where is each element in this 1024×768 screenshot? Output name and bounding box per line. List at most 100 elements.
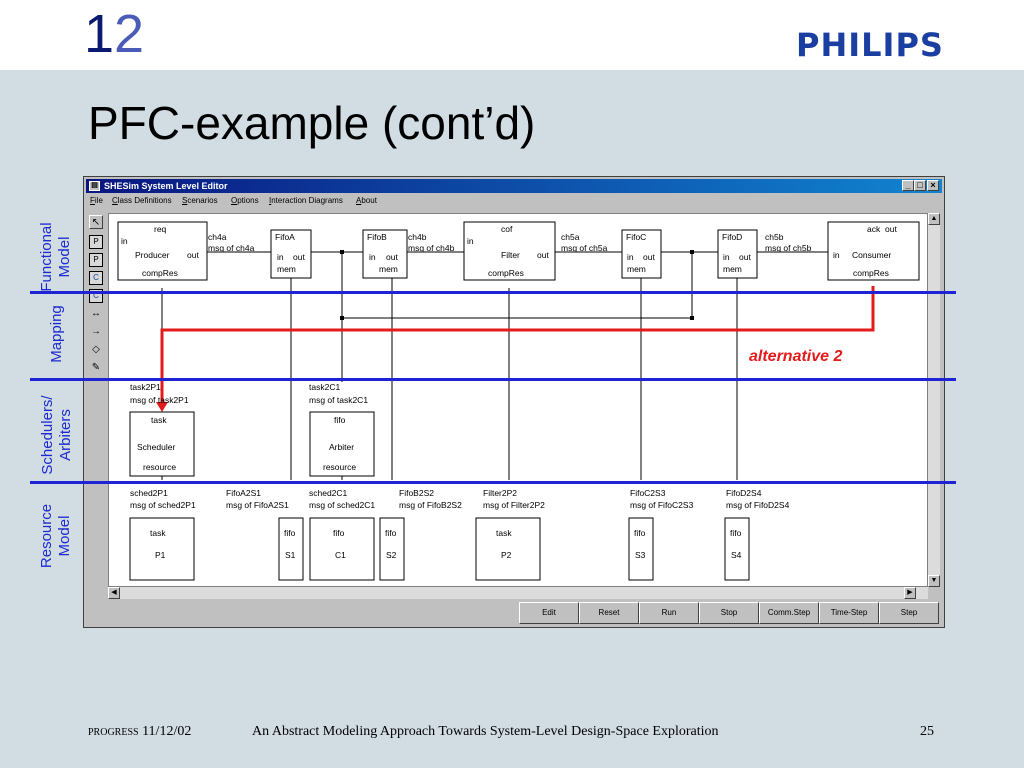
process-fifob-out: out: [386, 252, 398, 262]
comm-step-button[interactable]: Comm.Step: [759, 602, 819, 624]
resource-p2-kind: task: [496, 528, 512, 538]
link-fifoa2s1-name: FifoA2S1: [226, 488, 261, 498]
link-fifob2s2-name: FifoB2S2: [399, 488, 434, 498]
arbiter-name: Arbiter: [329, 442, 354, 452]
menu-file[interactable]: File: [90, 196, 103, 205]
process-fifob-mem: mem: [379, 264, 398, 274]
diagram-svg: req in Producer out compRes FifoA in out…: [117, 221, 920, 581]
channel-tool-icon[interactable]: C: [89, 271, 103, 285]
erase-tool-icon[interactable]: ◇: [92, 344, 100, 355]
process-consumer-compres: compRes: [853, 268, 889, 278]
scroll-right-icon[interactable]: ▶: [904, 587, 916, 599]
resource-s1-name: S1: [285, 550, 296, 560]
scroll-left-icon[interactable]: ◀: [108, 587, 120, 599]
diagram-canvas[interactable]: req in Producer out compRes FifoA in out…: [108, 213, 928, 587]
channel-ch4a-msg: msg of ch4a: [208, 243, 255, 253]
process-filter-cof: cof: [501, 224, 513, 234]
arbiter-port: fifo: [334, 415, 346, 425]
menu-about[interactable]: About: [356, 196, 377, 205]
edit-button[interactable]: Edit: [519, 602, 579, 624]
link-fifoc2s3-msg: msg of FifoC2S3: [630, 500, 694, 510]
resource-s2-name: S2: [386, 550, 397, 560]
mapping-highlight: [156, 286, 875, 412]
slide-number: 12: [84, 6, 144, 62]
resource-p1-name: P1: [155, 550, 166, 560]
header-band: [0, 0, 1024, 70]
link-fifob2s2-msg: msg of FifoB2S2: [399, 500, 462, 510]
resource-s1-kind: fifo: [284, 528, 296, 538]
window-titlebar[interactable]: ▤ SHESim System Level Editor _ □ ×: [86, 179, 942, 193]
close-button[interactable]: ×: [927, 180, 939, 191]
horizontal-scrollbar[interactable]: ◀ ▶: [108, 587, 928, 599]
process-tool-2-icon[interactable]: P: [89, 253, 103, 267]
process-producer-compres: compRes: [142, 268, 178, 278]
resource-s2-kind: fifo: [385, 528, 397, 538]
maximize-button[interactable]: □: [914, 180, 926, 191]
scroll-up-icon[interactable]: ▲: [928, 213, 940, 225]
scheduler-boxes: [129, 411, 375, 477]
footer-date: 11/12/02: [142, 724, 192, 739]
process-tool-icon[interactable]: P: [89, 235, 103, 249]
layer-label-functional-line2: Model: [56, 236, 73, 278]
link-tool-icon[interactable]: ↔: [91, 308, 101, 319]
step-button[interactable]: Step: [879, 602, 939, 624]
channel-ch4a-name: ch4a: [208, 232, 227, 242]
resource-c1-kind: fifo: [333, 528, 345, 538]
pencil-tool-icon[interactable]: ✎: [91, 362, 101, 373]
link-sched2c1-msg: msg of sched2C1: [309, 500, 375, 510]
toolbox: ↖ P P C C ↔ → ◇ ✎: [88, 213, 104, 593]
process-consumer-ack: ack: [867, 224, 881, 234]
channel-ch5b-msg: msg of ch5b: [765, 243, 812, 253]
time-step-button[interactable]: Time-Step: [819, 602, 879, 624]
window-title: SHESim System Level Editor: [104, 181, 228, 191]
link-fifoa2s1-msg: msg of FifoA2S1: [226, 500, 289, 510]
reset-button[interactable]: Reset: [579, 602, 639, 624]
process-fifoc-name: FifoC: [626, 232, 646, 242]
slide-number-digit-2: 2: [114, 4, 145, 64]
stop-button[interactable]: Stop: [699, 602, 759, 624]
footer-progress: PROGRESS 11/12/02: [88, 724, 191, 740]
footer-page-number: 25: [920, 724, 934, 739]
process-fifob-name: FifoB: [367, 232, 387, 242]
process-fifoc-mem: mem: [627, 264, 646, 274]
process-fifoc-out: out: [643, 252, 655, 262]
resource-s4-kind: fifo: [730, 528, 742, 538]
footer-caption: An Abstract Modeling Approach Towards Sy…: [252, 724, 719, 739]
channel-ch5b-name: ch5b: [765, 232, 784, 242]
resource-p2-name: P2: [501, 550, 512, 560]
layer-separator-1: [30, 291, 956, 294]
arrow-tool-icon[interactable]: ↖: [89, 215, 103, 229]
resource-s3-name: S3: [635, 550, 646, 560]
arbiter-kind: resource: [323, 462, 356, 472]
process-filter-in: in: [467, 236, 474, 246]
process-fifoc-in: in: [627, 252, 634, 262]
layer-label-schedulers-line2: Arbiters: [57, 409, 74, 461]
link-fifoc2s3-name: FifoC2S3: [630, 488, 666, 498]
layer-label-schedulers: Schedulers/ Arbiters: [39, 392, 75, 478]
link-sched2p1-name: sched2P1: [130, 488, 168, 498]
menu-class-definitions[interactable]: Class Definitions: [112, 196, 172, 205]
link-filter2p2-name: Filter2P2: [483, 488, 517, 498]
menu-interaction-diagrams[interactable]: Interaction Diagrams: [269, 196, 343, 205]
link-task2c1-name: task2C1: [309, 382, 340, 392]
run-button[interactable]: Run: [639, 602, 699, 624]
menu-scenarios[interactable]: Scenarios: [182, 196, 218, 205]
resource-s3-kind: fifo: [634, 528, 646, 538]
process-fifoa-out: out: [293, 252, 305, 262]
point-tool-icon[interactable]: →: [91, 326, 101, 337]
link-sched2p1-msg: msg of sched2P1: [130, 500, 196, 510]
link-task2p1-msg: msg of task2P1: [130, 395, 189, 405]
process-producer-in: in: [121, 236, 128, 246]
process-consumer-in: in: [833, 250, 840, 260]
link-sched2c1-name: sched2C1: [309, 488, 348, 498]
scroll-down-icon[interactable]: ▼: [928, 575, 940, 587]
link-task2p1-name: task2P1: [130, 382, 161, 392]
minimize-button[interactable]: _: [902, 180, 914, 191]
layer-label-resource: Resource Model: [38, 501, 74, 571]
vertical-scrollbar[interactable]: ▲ ▼: [928, 213, 940, 587]
scheduler-port: task: [151, 415, 167, 425]
app-icon[interactable]: ▤: [89, 181, 100, 191]
layer-label-functional: Functional Model: [38, 222, 74, 292]
functional-boxes: [117, 221, 920, 281]
menu-options[interactable]: Options: [231, 196, 259, 205]
